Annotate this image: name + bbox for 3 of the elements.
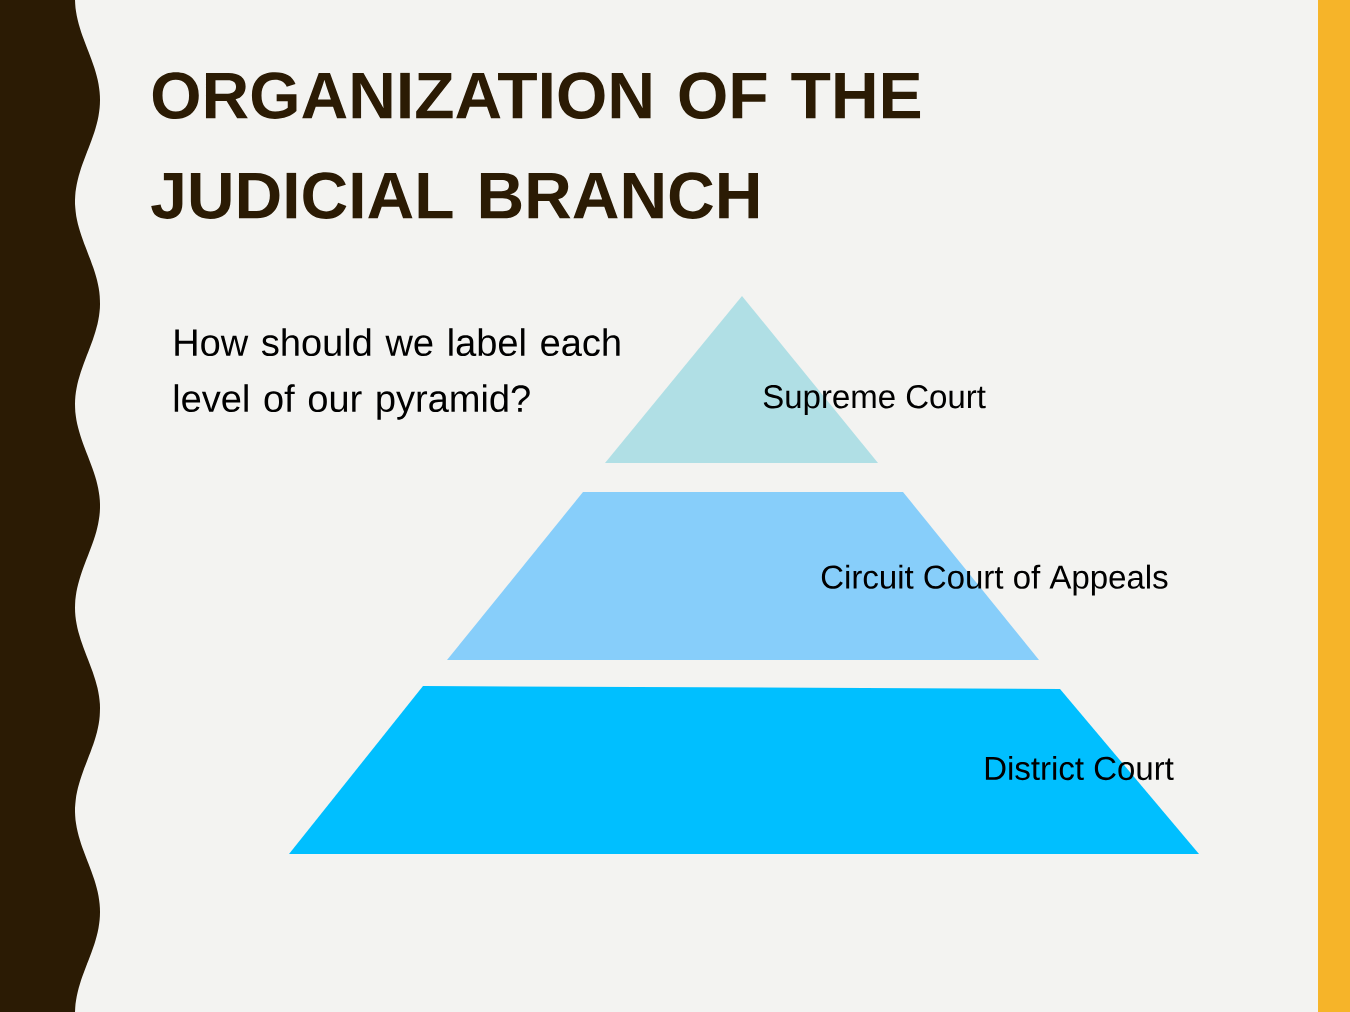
pyramid-level: Circuit Court of Appeals — [447, 492, 1168, 660]
question-text: How should we label each level of our pyramid? — [174, 328, 620, 420]
slide-title: ORGANIZATION OF THE JUDICIAL BRANCH — [151, 72, 920, 219]
